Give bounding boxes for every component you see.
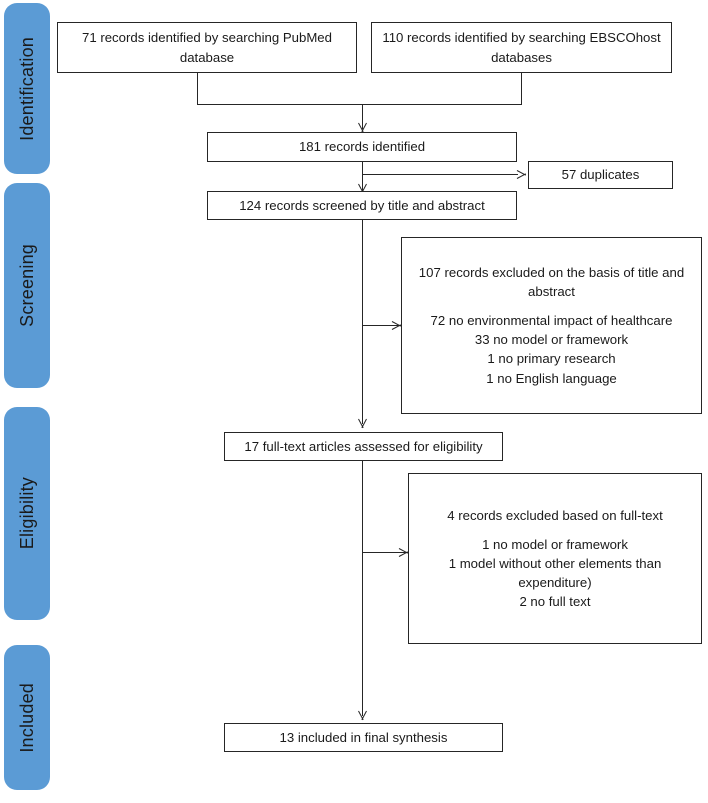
ebscohost-line-1: 110 records identified by searching EBSC… [382,30,661,46]
connector-merge-horizontal [197,104,522,105]
arrow-down-icon-to-identified [357,123,368,132]
included-final-label: 13 included in final synthesis [279,729,448,745]
box-included-final-synthesis: 13 included in final synthesis [224,723,503,752]
connector-identified-down [362,162,363,192]
connector-to-excluded-title-abstract [362,325,401,326]
excluded-ta-reason-1: 72 no environmental impact of healthcare [430,313,673,329]
box-duplicates: 57 duplicates [528,161,673,189]
excluded-ft-reason-4: 2 no full text [519,593,591,609]
connector-to-excluded-full-text [362,552,408,553]
excluded-ft-reason-1: 1 no model or framework [482,536,628,552]
connector-pubmed-down [197,73,198,105]
box-full-text-assessed: 17 full-text articles assessed for eligi… [224,432,503,461]
stage-bar-identification: Identification [4,3,50,174]
stage-label-eligibility: Eligibility [16,477,37,550]
connector-screened-down [362,220,363,424]
stage-bar-screening: Screening [4,183,50,388]
pubmed-line-1: 71 records identified by searching PubMe… [82,30,332,46]
ebscohost-line-2: databases [491,49,552,65]
box-excluded-title-abstract: 107 records excluded on the basis of tit… [401,237,702,414]
stage-label-identification: Identification [16,36,37,141]
box-ebscohost-records: 110 records identified by searching EBSC… [371,22,672,73]
full-text-assessed-label: 17 full-text articles assessed for eligi… [244,438,483,454]
box-excluded-full-text: 4 records excluded based on full-text 1 … [408,473,702,644]
connector-merge-to-identified [362,104,363,129]
excluded-ft-reason-3: expenditure) [518,574,592,590]
connector-to-duplicates [362,174,518,175]
excluded-ft-spacer [419,525,691,535]
arrow-right-icon-to-excluded-title-abstract [392,320,401,331]
excluded-ta-spacer [412,302,691,312]
records-screened-label: 124 records screened by title and abstra… [239,197,485,213]
arrow-down-icon-to-full-text [357,419,368,428]
stage-bar-included: Included [4,645,50,790]
connector-ebscohost-down [521,73,522,105]
excluded-ta-reason-3: 1 no primary research [487,351,616,367]
stage-bar-eligibility: Eligibility [4,407,50,620]
stage-label-included: Included [16,682,37,753]
connector-full-text-down [362,461,363,716]
duplicates-label: 57 duplicates [561,167,640,183]
box-records-screened: 124 records screened by title and abstra… [207,191,517,220]
excluded-ft-reason-2: 1 model without other elements than [448,555,662,571]
excluded-ta-reason-2: 33 no model or framework [474,332,629,348]
excluded-ft-heading: 4 records excluded based on full-text [447,507,663,523]
records-identified-label: 181 records identified [298,139,426,155]
box-records-identified: 181 records identified [207,132,517,162]
excluded-ta-heading-line-2: abstract [528,284,575,300]
arrow-down-icon-to-included [357,711,368,720]
excluded-ta-heading-line-1: 107 records excluded on the basis of tit… [418,265,685,281]
pubmed-line-2: database [179,49,235,65]
stage-label-screening: Screening [16,244,37,327]
box-pubmed-records: 71 records identified by searching PubMe… [57,22,357,73]
arrow-right-icon-to-duplicates [517,169,526,180]
excluded-ta-reason-4: 1 no English language [486,370,617,386]
arrow-right-icon-to-excluded-full-text [399,547,408,558]
